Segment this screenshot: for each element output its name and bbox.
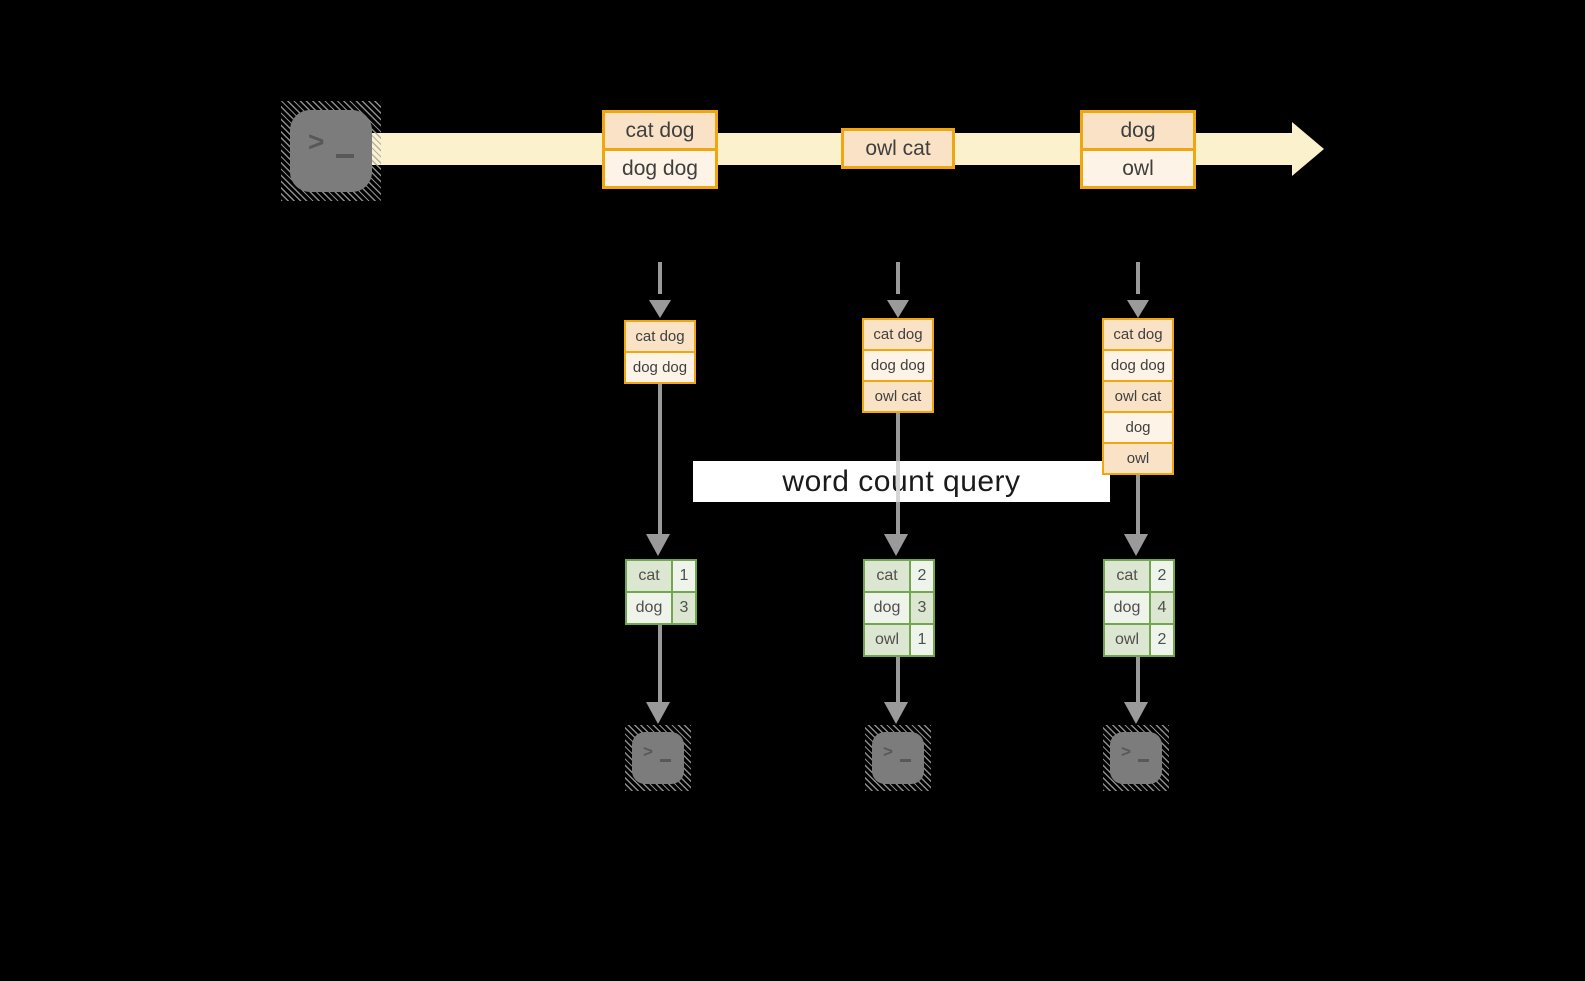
down-arrowhead-icon xyxy=(646,534,670,556)
count-value-cell: 4 xyxy=(1151,593,1173,623)
down-arrowhead-icon xyxy=(884,534,908,556)
buffer-row: owl cat xyxy=(1104,380,1172,411)
buffer-row: dog dog xyxy=(864,349,932,380)
terminal-prompt-icon: > xyxy=(1121,742,1131,761)
down-arrowhead-icon xyxy=(1127,300,1149,318)
terminal-cursor-icon xyxy=(336,154,354,158)
down-arrowhead-icon xyxy=(646,702,670,724)
count-word-cell: dog xyxy=(865,593,909,623)
connector-line xyxy=(1136,475,1140,534)
buffer-stack-1: cat dog dog dog xyxy=(624,320,696,384)
sink-terminal-icon: > xyxy=(625,725,691,791)
stream-event-line: cat dog xyxy=(605,113,715,148)
count-word-cell: dog xyxy=(1105,593,1149,623)
buffer-stack-3: cat dog dog dog owl cat dog owl xyxy=(1102,318,1174,475)
source-terminal-icon: > xyxy=(281,101,381,201)
stream-event-1: cat dog dog dog xyxy=(602,110,718,189)
count-value-cell: 2 xyxy=(911,561,933,591)
down-arrowhead-icon xyxy=(1124,702,1148,724)
down-arrowhead-icon xyxy=(887,300,909,318)
sink-terminal-icon: > xyxy=(1103,725,1169,791)
dashed-arrow-line xyxy=(1136,262,1140,294)
count-value-cell: 2 xyxy=(1151,625,1173,655)
buffer-row: owl cat xyxy=(864,380,932,411)
stream-event-3: dog owl xyxy=(1080,110,1196,189)
buffer-stack-2: cat dog dog dog owl cat xyxy=(862,318,934,413)
terminal-prompt-icon: > xyxy=(643,742,653,761)
stream-arrowhead-icon xyxy=(1292,122,1324,176)
terminal-body: > xyxy=(632,732,684,784)
buffer-row: dog dog xyxy=(1104,349,1172,380)
stream-event-line: dog xyxy=(1083,113,1193,148)
terminal-prompt-icon: > xyxy=(883,742,893,761)
terminal-cursor-icon xyxy=(660,759,671,762)
count-value-cell: 1 xyxy=(911,625,933,655)
buffer-row: cat dog xyxy=(1104,320,1172,349)
down-arrowhead-icon xyxy=(884,702,908,724)
count-value-cell: 3 xyxy=(673,593,695,623)
banner-word-count-query: word count query xyxy=(693,461,1110,502)
count-word-cell: cat xyxy=(627,561,671,591)
terminal-prompt-icon: > xyxy=(308,126,325,157)
count-table-3: cat 2 dog 4 owl 2 xyxy=(1103,559,1175,657)
count-table-1: cat 1 dog 3 xyxy=(625,559,697,625)
stream-event-line: owl xyxy=(1083,148,1193,186)
count-word-cell: dog xyxy=(627,593,671,623)
sink-terminal-icon: > xyxy=(865,725,931,791)
count-value-cell: 1 xyxy=(673,561,695,591)
terminal-body: > xyxy=(872,732,924,784)
stream-event-line: owl cat xyxy=(844,131,952,166)
connector-line xyxy=(1136,657,1140,704)
buffer-row: owl xyxy=(1104,442,1172,473)
terminal-body: > xyxy=(290,110,372,192)
stream-event-2: owl cat xyxy=(841,128,955,169)
terminal-cursor-icon xyxy=(900,759,911,762)
down-arrowhead-icon xyxy=(1124,534,1148,556)
count-table-2: cat 2 dog 3 owl 1 xyxy=(863,559,935,657)
dashed-arrow-line xyxy=(658,262,662,294)
count-word-cell: owl xyxy=(865,625,909,655)
count-value-cell: 2 xyxy=(1151,561,1173,591)
connector-line xyxy=(658,384,662,534)
dashed-arrow-line xyxy=(896,262,900,294)
count-value-cell: 3 xyxy=(911,593,933,623)
count-word-cell: cat xyxy=(865,561,909,591)
count-word-cell: cat xyxy=(1105,561,1149,591)
stream-event-line: dog dog xyxy=(605,148,715,186)
connector-line xyxy=(896,657,900,704)
buffer-row: cat dog xyxy=(626,322,694,351)
down-arrowhead-icon xyxy=(649,300,671,318)
connector-line-through-banner xyxy=(896,461,900,502)
count-word-cell: owl xyxy=(1105,625,1149,655)
buffer-row: dog xyxy=(1104,411,1172,442)
buffer-row: cat dog xyxy=(864,320,932,349)
connector-line xyxy=(658,625,662,704)
terminal-body: > xyxy=(1110,732,1162,784)
terminal-cursor-icon xyxy=(1138,759,1149,762)
buffer-row: dog dog xyxy=(626,351,694,382)
